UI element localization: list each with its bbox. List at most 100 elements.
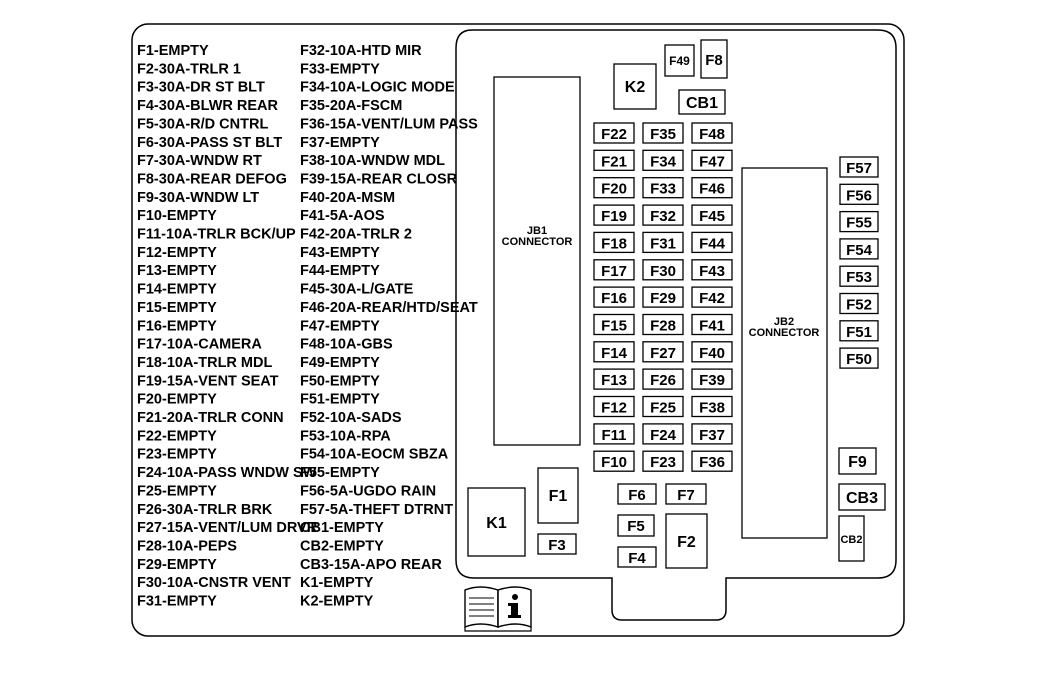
fuse-label: F11 — [601, 427, 626, 444]
fuse-f28: F28 — [642, 313, 684, 336]
svg-text:K2: K2 — [625, 79, 646, 96]
legend-item: F40-20A-MSM — [300, 190, 395, 206]
fuse-label: F54 — [846, 242, 873, 259]
legend-item: CB3-15A-APO REAR — [300, 557, 442, 573]
fuse-f31: F31 — [642, 231, 684, 254]
fuse-f7: F7 — [665, 483, 707, 505]
fuse-label: F42 — [699, 290, 725, 307]
breaker-cb2: CB2 — [838, 515, 865, 562]
legend-item: F56-5A-UGDO RAIN — [300, 483, 436, 499]
fuse-f53: F53 — [839, 265, 879, 287]
fuse-label: F33 — [650, 181, 676, 198]
fuse-f29: F29 — [642, 286, 684, 308]
jb2-label-line2: CONNECTOR — [749, 327, 820, 339]
fuse-f13: F13 — [593, 368, 635, 390]
fuse-label: F19 — [601, 208, 627, 225]
fuse-f36: F36 — [691, 450, 733, 472]
legend-item: F46-20A-REAR/HTD/SEAT — [300, 300, 478, 316]
legend-item: F49-EMPTY — [300, 355, 380, 371]
legend-item: F19-15A-VENT SEAT — [137, 373, 279, 389]
legend-item: F7-30A-WNDW RT — [137, 153, 262, 169]
fuse-label: F43 — [699, 263, 725, 280]
legend-item: F25-EMPTY — [137, 483, 217, 499]
fuse-label: F18 — [601, 235, 627, 252]
legend-item: F48-10A-GBS — [300, 337, 393, 353]
legend-item: F20-EMPTY — [137, 392, 217, 408]
fuse-label: F26 — [650, 372, 676, 389]
fuse-f12: F12 — [593, 395, 635, 418]
fuse-label: F27 — [650, 345, 676, 362]
fuse-f19: F19 — [593, 204, 635, 226]
fuse-label: F37 — [699, 427, 725, 444]
fuse-label: F15 — [601, 318, 627, 335]
legend-item: F54-10A-EOCM SBZA — [300, 447, 449, 463]
jb2-label-line1: JB2 — [774, 316, 794, 328]
fuse-f46: F46 — [691, 177, 733, 199]
outer-frame — [131, 23, 905, 637]
fuse-f42: F42 — [691, 286, 733, 308]
legend-item: F34-10A-LOGIC MODE — [300, 80, 455, 96]
fuse-label: F57 — [846, 160, 872, 177]
fuse-f24: F24 — [642, 423, 684, 445]
fuse-f3: F3 — [537, 533, 577, 555]
fuse-f45: F45 — [691, 204, 733, 226]
fuse-f54: F54 — [839, 238, 879, 260]
fuse-f27: F27 — [642, 341, 684, 363]
fuse-label: F51 — [846, 324, 872, 341]
fuse-label: F50 — [846, 351, 872, 368]
legend-item: F36-15A-VENT/LUM PASS — [300, 116, 478, 132]
legend-item: F57-5A-THEFT DTRNT — [300, 502, 453, 518]
svg-text:F49: F49 — [669, 54, 690, 68]
book-info-icon — [464, 586, 532, 632]
svg-text:CB3: CB3 — [846, 490, 878, 507]
fuse-f18: F18 — [593, 231, 635, 254]
legend-item: F41-5A-AOS — [300, 208, 385, 224]
legend-item: F1-EMPTY — [137, 43, 209, 59]
fuse-f15: F15 — [593, 313, 635, 336]
fuse-label: F35 — [650, 126, 676, 143]
legend-item: F35-20A-FSCM — [300, 98, 402, 114]
fuse-label: F30 — [650, 263, 676, 280]
legend-item: F38-10A-WNDW MDL — [300, 153, 445, 169]
svg-text:F1: F1 — [549, 488, 568, 505]
legend-item: F31-EMPTY — [137, 594, 217, 610]
legend-item: F13-EMPTY — [137, 263, 217, 279]
fuse-label: F36 — [699, 454, 725, 471]
fuse-label: F28 — [650, 318, 676, 335]
relay-k2: K2 — [613, 63, 657, 110]
legend-item: F23-EMPTY — [137, 447, 217, 463]
legend-item: F14-EMPTY — [137, 282, 217, 298]
fuse-label: F21 — [601, 153, 627, 170]
fuse-f40: F40 — [691, 341, 733, 363]
breaker-cb3: CB3 — [838, 483, 886, 511]
fuse-f6: F6 — [617, 483, 657, 505]
fuse-f10: F10 — [593, 450, 635, 472]
fuse-f39: F39 — [691, 368, 733, 390]
fuse-f8: F8 — [700, 39, 728, 79]
legend-item: F55-EMPTY — [300, 465, 380, 481]
fuse-f43: F43 — [691, 259, 733, 281]
fuse-label: F23 — [650, 454, 676, 471]
jb1-connector — [493, 76, 581, 446]
fuse-f47: F47 — [691, 149, 733, 171]
legend-item: F30-10A-CNSTR VENT — [137, 575, 291, 591]
jb2-connector — [741, 167, 828, 539]
fuse-label: F41 — [699, 318, 725, 335]
fuse-f50: F50 — [839, 347, 879, 369]
fuse-label: F25 — [650, 400, 676, 417]
legend-item: F47-EMPTY — [300, 318, 380, 334]
legend-item: F18-10A-TRLR MDL — [137, 355, 272, 371]
legend-item: F2-30A-TRLR 1 — [137, 61, 241, 77]
svg-text:F2: F2 — [677, 534, 696, 551]
fuse-label: F29 — [650, 290, 676, 307]
legend-item: F32-10A-HTD MIR — [300, 43, 422, 59]
legend-item: F4-30A-BLWR REAR — [137, 98, 279, 114]
legend-item: F29-EMPTY — [137, 557, 217, 573]
legend-item: F17-10A-CAMERA — [137, 337, 262, 353]
legend-item: F12-EMPTY — [137, 245, 217, 261]
legend-item: F39-15A-REAR CLOSR — [300, 172, 458, 188]
fuse-label: F52 — [846, 297, 872, 314]
